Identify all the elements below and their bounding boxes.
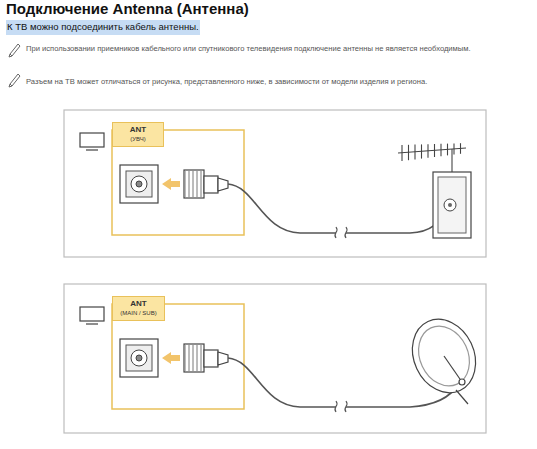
- antenna-element: [460, 143, 461, 154]
- port-label-tab: ANT(MAIN / SUB): [112, 296, 165, 321]
- cable-break: [335, 227, 347, 412]
- port-name: ANT: [120, 299, 157, 309]
- coax-plug: [184, 170, 228, 372]
- satellite-dish: [401, 309, 487, 404]
- antenna-element: [447, 144, 448, 156]
- port-name: ANT: [120, 125, 156, 135]
- panel-frame: [64, 110, 486, 433]
- antenna-element: [401, 145, 402, 161]
- antenna-element: [453, 143, 454, 154]
- antenna: [398, 143, 466, 172]
- page-title: Подключение Antenna (Антенна): [6, 0, 249, 17]
- port-subname: (MAIN / SUB): [120, 309, 157, 317]
- antenna-element: [421, 144, 422, 158]
- port-label-tab: ANT(УВЧ): [112, 122, 164, 147]
- tv-icon: [80, 133, 104, 324]
- antenna-port: [120, 165, 158, 377]
- subtitle: К ТВ можно подсоединить кабель антенны.: [6, 20, 200, 35]
- antenna-element: [440, 144, 441, 156]
- wall-outlet: [433, 172, 471, 238]
- note-icon: [9, 44, 20, 87]
- note-text: При использовании приемников кабельного …: [26, 43, 511, 55]
- note-text: Разъем на ТВ может отличаться от рисунка…: [26, 76, 511, 88]
- port-subname: (УВЧ): [120, 135, 156, 143]
- antenna-element: [414, 145, 415, 160]
- antenna-element: [434, 144, 435, 157]
- antenna-element: [427, 144, 428, 158]
- antenna-element: [408, 145, 409, 160]
- insert-arrow: [162, 178, 180, 364]
- port-panel: [112, 130, 244, 409]
